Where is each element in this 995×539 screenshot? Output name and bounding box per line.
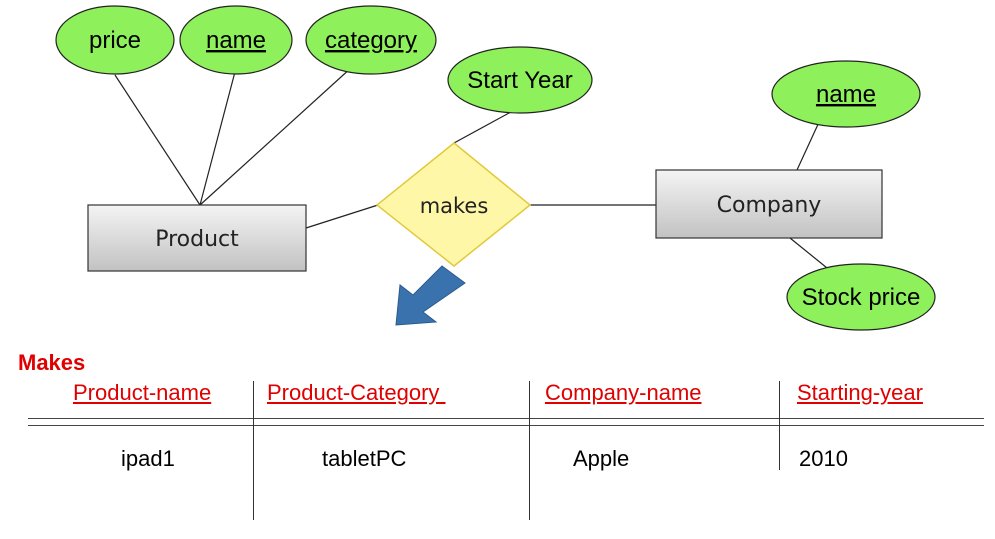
attribute-price: price [55,5,175,75]
attribute-stock-price: Stock price [786,263,936,331]
header-product-category: Product-Category [267,380,446,405]
column-divider-2 [529,381,530,520]
down-left-arrow-icon [395,265,466,326]
table-rule-top [28,418,984,419]
cell-product-name: ipad1 [121,446,175,471]
attribute-price-label: price [89,27,141,54]
cell-company-name: Apple [573,446,630,471]
header-company-name: Company-name [545,380,702,405]
cell-starting-year: 2010 [799,446,848,471]
attribute-stock-price-label: Stock price [802,284,921,311]
connector-lines [114,66,833,273]
attribute-start-year-label: Start Year [467,67,572,94]
cell-product-category: tabletPC [322,446,407,471]
entity-product: Product [87,204,307,272]
line-product-makes [305,204,379,229]
attribute-product-name-label: name [206,27,266,54]
line-name-product [199,67,237,206]
attribute-company-name-label: name [816,81,876,108]
attribute-product-name: name [179,5,293,75]
table-title: Makes [18,350,86,375]
attribute-category: category [305,5,437,75]
line-company-name [796,119,821,171]
relationship-makes-label: makes [420,194,489,218]
attribute-category-label: category [325,27,417,54]
entity-product-label: Product [155,227,239,252]
line-category-product [199,66,353,206]
attribute-start-year: Start Year [447,46,593,114]
line-company-stockprice [789,237,833,273]
relationship-makes: makes [375,142,532,267]
line-price-product [114,74,201,206]
header-product-name: Product-name [73,380,212,405]
column-divider-1 [253,381,254,520]
attribute-company-name: name [771,60,921,128]
table-rule-bottom [28,425,984,426]
column-divider-3 [779,381,780,470]
entity-company: Company [655,169,883,239]
entity-company-label: Company [717,193,822,218]
header-starting-year: Starting-year [797,380,923,405]
